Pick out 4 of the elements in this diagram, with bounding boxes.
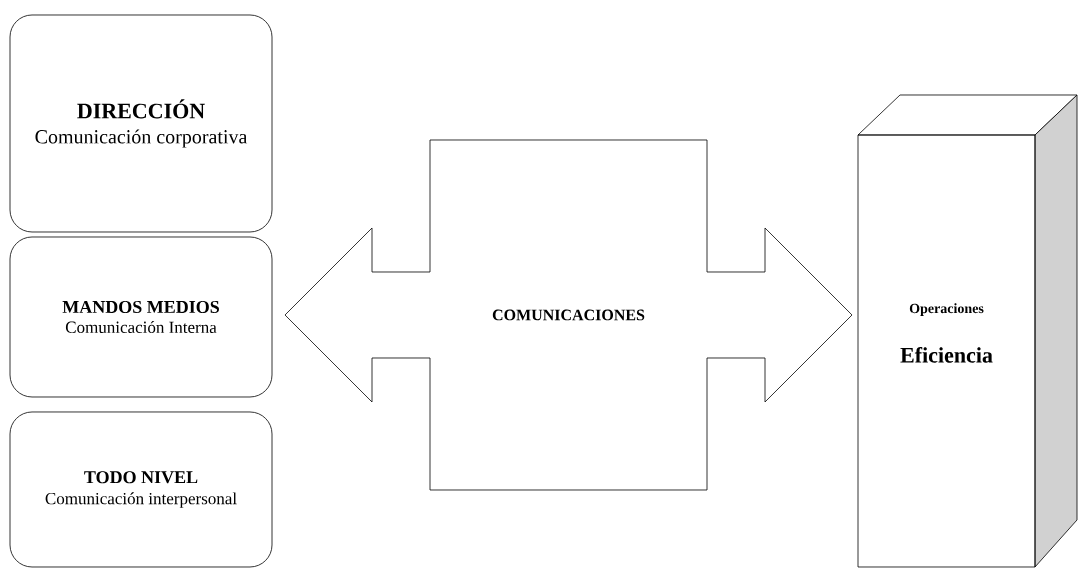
rounded-box: DIRECCIÓN Comunicación corporativa (9, 14, 273, 233)
rounded-box: TODO NIVEL Comunicación interpersonal (9, 411, 273, 568)
box-3d-drawing: Operaciones Eficiencia (857, 94, 1078, 568)
rounded-box: MANDOS MEDIOS Comunicación Interna (9, 236, 273, 398)
